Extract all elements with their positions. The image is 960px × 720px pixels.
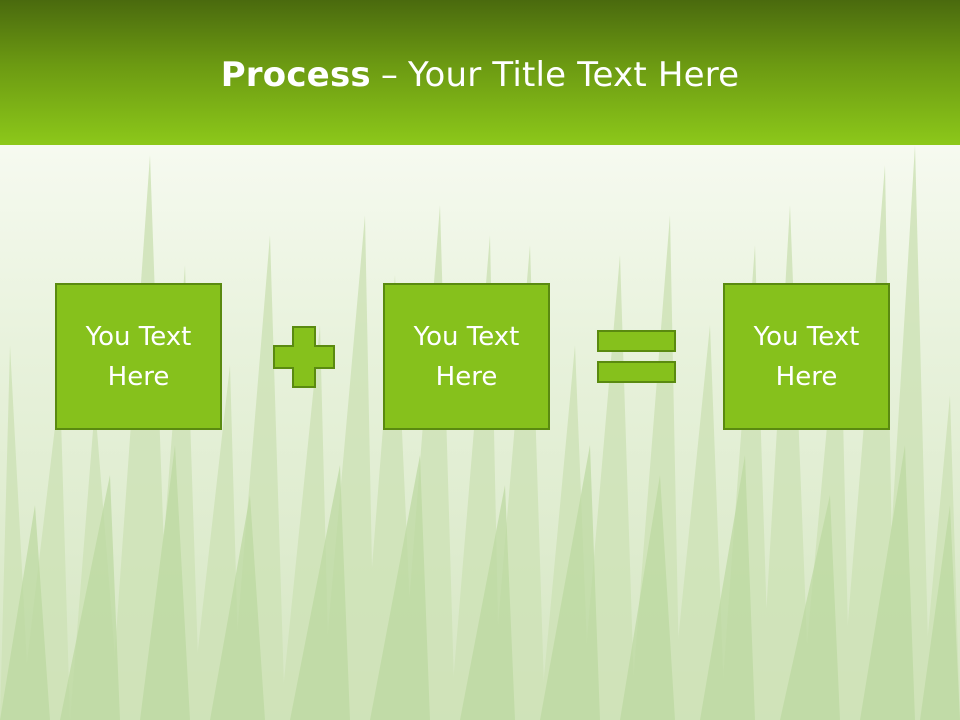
title-bold-part: Process: [220, 54, 371, 95]
title-bar: Process–Your Title Text Here: [0, 0, 960, 145]
grass-background-image: [0, 145, 960, 720]
process-box-3-text: You Text Here: [753, 321, 860, 392]
equals-icon: [597, 330, 676, 383]
process-box-2[interactable]: You Text Here: [383, 283, 550, 430]
title-dash: –: [380, 54, 399, 95]
process-box-1[interactable]: You Text Here: [55, 283, 222, 430]
process-box-1-text: You Text Here: [85, 321, 192, 392]
process-box-3[interactable]: You Text Here: [723, 283, 890, 430]
plus-icon: [273, 326, 335, 388]
title-rest-part: Your Title Text Here: [408, 54, 740, 95]
slide-title: Process–Your Title Text Here: [221, 55, 740, 95]
process-box-2-text: You Text Here: [413, 321, 520, 392]
